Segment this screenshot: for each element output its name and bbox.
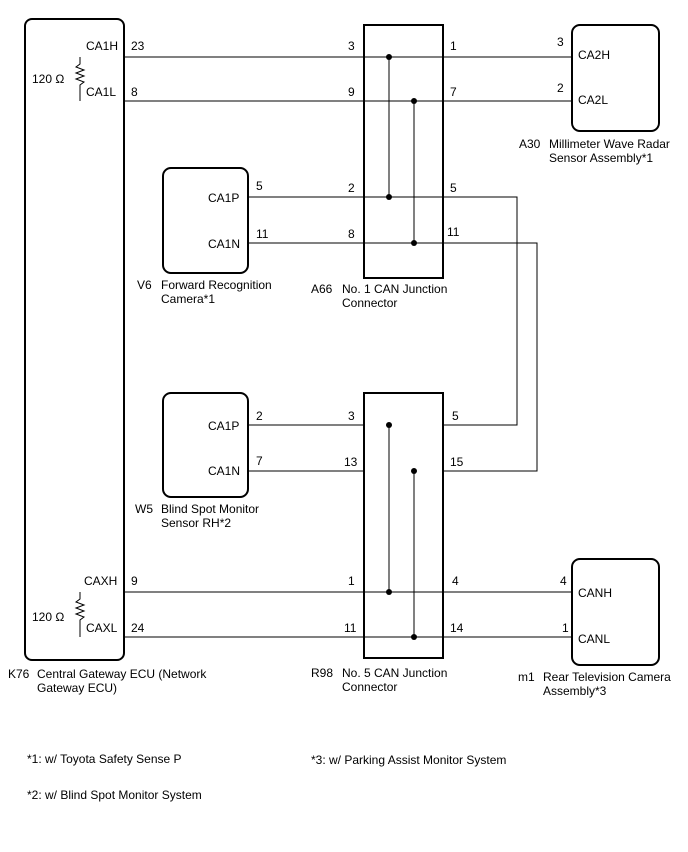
- rearcam-name-line2: Assembly*3: [543, 684, 607, 698]
- rearcam-pin-num: 1: [562, 621, 569, 635]
- junction-connector-5-box: [363, 392, 444, 659]
- resistor-bottom-icon: [74, 592, 86, 637]
- camera-pin-num: 11: [256, 227, 269, 241]
- junction-dot: [411, 468, 417, 474]
- radar-code: A30: [519, 137, 541, 151]
- rear-camera-box: [571, 558, 660, 666]
- junction-5-name: No. 5 CAN Junction: [342, 666, 447, 680]
- ecu-pin-ca1h-num: 23: [131, 39, 145, 53]
- camera-name-line2: Camera*1: [161, 292, 215, 306]
- junction-1-pin: 7: [450, 85, 457, 99]
- junction-5-code: R98: [311, 666, 333, 680]
- junction-5-pin: 1: [348, 574, 355, 588]
- junction-1-pin: 9: [348, 85, 355, 99]
- junction-1-name: No. 1 CAN Junction: [342, 282, 447, 296]
- junction-5-pin: 3: [348, 409, 355, 423]
- camera-pin-label: CA1P: [208, 191, 239, 205]
- central-gateway-ecu-box: [24, 18, 125, 661]
- junction-1-name-line2: Connector: [342, 296, 397, 310]
- radar-name: Millimeter Wave Radar: [549, 137, 670, 151]
- ecu-pin-caxl-label: CAXL: [86, 621, 118, 635]
- camera-name: Forward Recognition: [161, 278, 272, 292]
- ecu-pin-ca1l-label: CA1L: [86, 85, 116, 99]
- footnote-1: *1: w/ Toyota Safety Sense P: [27, 752, 182, 766]
- junction-1-pin: 1: [450, 39, 457, 53]
- radar-pin-num: 3: [557, 35, 564, 49]
- junction-5-name-line2: Connector: [342, 680, 397, 694]
- ecu-pin-caxh-label: CAXH: [84, 574, 117, 588]
- junction-dot: [386, 589, 392, 595]
- blindspot-pin-num: 7: [256, 454, 263, 468]
- rearcam-pin-label: CANL: [578, 632, 610, 646]
- radar-pin-label: CA2L: [578, 93, 608, 107]
- junction-dot: [386, 54, 392, 60]
- ecu-pin-ca1l-num: 8: [131, 85, 138, 99]
- rearcam-code: m1: [518, 670, 535, 684]
- ecu-name: Central Gateway ECU (Network: [37, 667, 207, 681]
- ecu-name-line2: Gateway ECU): [37, 681, 117, 695]
- ecu-pin-caxl-num: 24: [131, 621, 145, 635]
- rearcam-name: Rear Television Camera: [543, 670, 671, 684]
- blindspot-code: W5: [135, 502, 153, 516]
- junction-5-pin: 11: [344, 621, 357, 635]
- blindspot-pin-label: CA1N: [208, 464, 240, 478]
- junction-1-pin: 2: [348, 181, 355, 195]
- ecu-pin-caxh-num: 9: [131, 574, 138, 588]
- wire-link-low: [443, 242, 538, 472]
- junction-5-pin: 14: [450, 621, 464, 635]
- junction-dot: [411, 634, 417, 640]
- junction-1-pin: 8: [348, 227, 355, 241]
- junction-5-pin: 15: [450, 455, 464, 469]
- junction-dot: [386, 194, 392, 200]
- camera-pin-num: 5: [256, 179, 263, 193]
- radar-pin-num: 2: [557, 81, 564, 95]
- wire-link-high: [443, 196, 518, 426]
- rearcam-pin-num: 4: [560, 574, 567, 588]
- blindspot-name-line2: Sensor RH*2: [161, 516, 231, 530]
- camera-code: V6: [137, 278, 152, 292]
- junction-5-pin: 4: [452, 574, 459, 588]
- blindspot-pin-num: 2: [256, 409, 263, 423]
- camera-pin-label: CA1N: [208, 237, 240, 251]
- radar-name-line2: Sensor Assembly*1: [549, 151, 653, 165]
- resistor-top-label: 120 Ω: [32, 72, 64, 86]
- junction-5-pin: 13: [344, 455, 358, 469]
- blindspot-pin-label: CA1P: [208, 419, 239, 433]
- junction-connector-1-box: [363, 24, 444, 279]
- junction-1-pin: 5: [450, 181, 457, 195]
- junction-dot: [411, 240, 417, 246]
- blind-spot-sensor-box: [162, 392, 249, 498]
- junction-5-pin: 5: [452, 409, 459, 423]
- radar-sensor-box: [571, 24, 660, 132]
- junction-1-pin: 3: [348, 39, 355, 53]
- junction-dot: [386, 422, 392, 428]
- rearcam-pin-label: CANH: [578, 586, 612, 600]
- blindspot-name: Blind Spot Monitor: [161, 502, 259, 516]
- junction-dot: [411, 98, 417, 104]
- junction-1-pin: 11: [447, 225, 460, 239]
- ecu-pin-ca1h-label: CA1H: [86, 39, 118, 53]
- resistor-top-icon: [74, 57, 86, 101]
- resistor-bottom-label: 120 Ω: [32, 610, 64, 624]
- junction-1-code: A66: [311, 282, 333, 296]
- footnote-3: *3: w/ Parking Assist Monitor System: [311, 753, 506, 767]
- radar-pin-label: CA2H: [578, 48, 610, 62]
- forward-camera-box: [162, 167, 249, 274]
- ecu-code: K76: [8, 667, 30, 681]
- footnote-2: *2: w/ Blind Spot Monitor System: [27, 788, 202, 802]
